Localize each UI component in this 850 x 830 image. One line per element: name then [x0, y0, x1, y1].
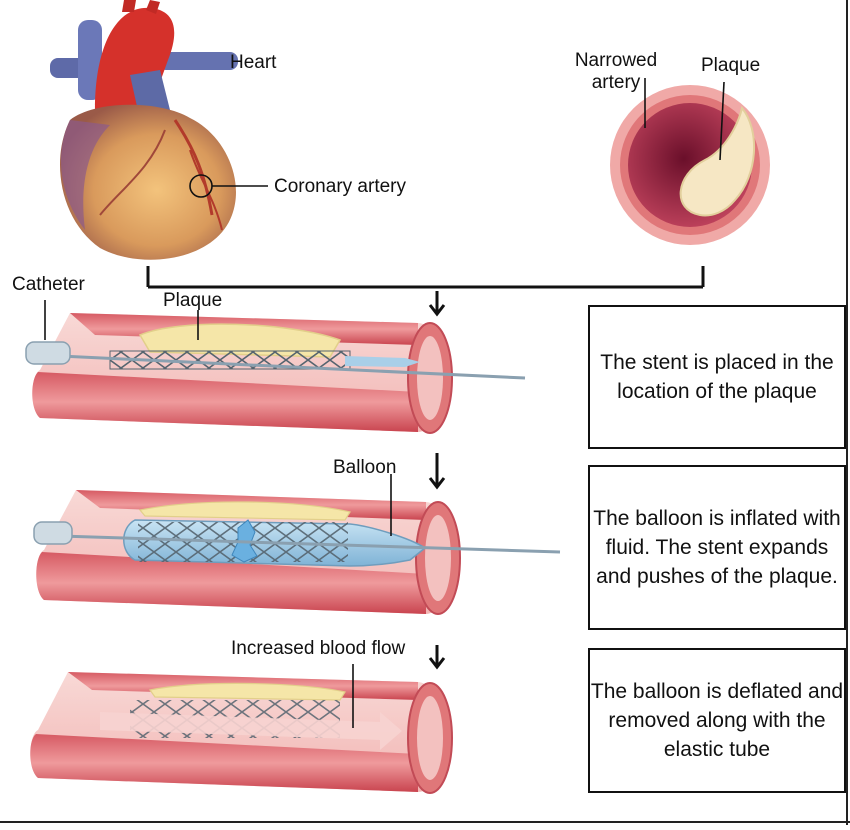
guide-wire	[59, 354, 526, 380]
down-arrow-icon	[428, 453, 446, 490]
step-3-text: The balloon is deflated and removed alon…	[590, 680, 844, 761]
step-box-1: The stent is placed in the location of t…	[588, 305, 846, 449]
vessel-lower-wall	[32, 372, 418, 432]
plaque-deposit	[679, 105, 756, 217]
artery-cross-section	[610, 78, 770, 245]
blood-flow-arrow	[100, 712, 402, 750]
plaque-label-vessel: Plaque	[163, 290, 223, 311]
plaque-pointer-top	[719, 81, 725, 161]
vessel-step-1	[25, 300, 526, 434]
vessel-lower-wall	[36, 552, 426, 614]
step-2-text: The balloon is inflated with fluid. The …	[593, 507, 841, 588]
step-1-text: The stent is placed in the location of t…	[600, 351, 834, 403]
frame-right-border	[846, 0, 848, 825]
coronary-artery-label: Coronary artery	[274, 176, 406, 197]
narrowed-artery-label: Narrowed artery	[574, 50, 658, 93]
step-box-2: The balloon is inflated with fluid. The …	[588, 465, 846, 630]
down-arrow-icon	[428, 645, 446, 670]
vena-cava	[78, 20, 102, 100]
heart-body	[60, 104, 236, 260]
connector-bracket	[146, 266, 705, 289]
frame-bottom-border	[0, 821, 850, 823]
heart-label: Heart	[230, 52, 277, 73]
plaque-deposit	[138, 323, 342, 358]
increased-blood-flow-label: Increased blood flow	[231, 638, 406, 659]
guide-wire	[59, 534, 561, 554]
vessel-step-2	[33, 474, 561, 615]
down-arrow-icon	[428, 291, 446, 317]
vessel-step-3	[30, 664, 453, 794]
catheter-tube	[33, 521, 73, 545]
plaque-label-top: Plaque	[701, 55, 761, 76]
step-box-3: The balloon is deflated and removed alon…	[588, 648, 846, 793]
vessel-lower-wall	[30, 734, 418, 792]
heart-illustration	[50, 0, 268, 260]
catheter-label: Catheter	[12, 274, 85, 295]
catheter-tube	[25, 341, 71, 365]
pulmonary-vessel-right	[158, 52, 238, 70]
balloon-label: Balloon	[333, 457, 397, 478]
